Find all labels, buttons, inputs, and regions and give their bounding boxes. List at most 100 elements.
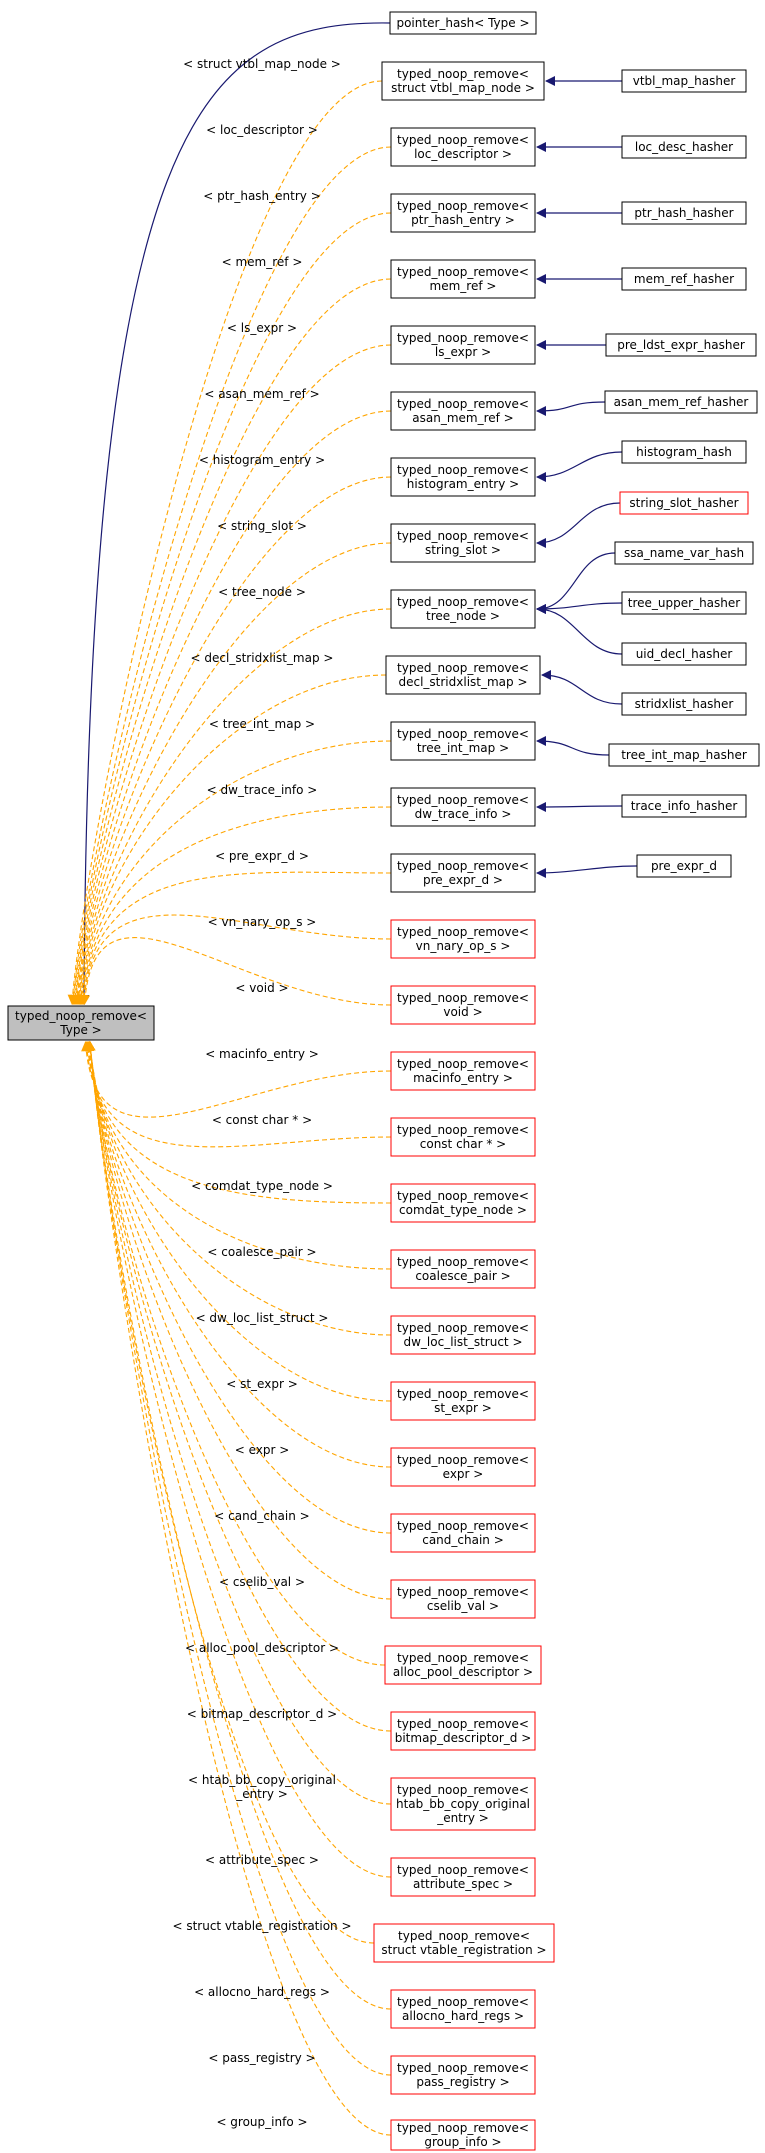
spec-node-histogram-entry[interactable]: typed_noop_remove<histogram_entry > bbox=[390, 457, 536, 497]
derived-node-tree-upper-hasher-box bbox=[621, 591, 747, 615]
derived-node-loc-desc-hasher[interactable]: loc_desc_hasher bbox=[621, 135, 747, 159]
derived-node-histogram-hash-label: histogram_hash bbox=[636, 445, 732, 459]
edge-label-vn-nary-op-s: < vn_nary_op_s > bbox=[208, 915, 317, 929]
template-edge-st-expr bbox=[85, 1041, 392, 1402]
spec-node-bitmap-descriptor-d[interactable]: typed_noop_remove<bitmap_descriptor_d > bbox=[390, 1711, 536, 1751]
edge-label-allocno-hard-regs: < allocno_hard_regs > bbox=[194, 1985, 330, 1999]
spec-node-histogram-entry-box bbox=[390, 457, 536, 497]
inherit-edge-string-slot-hasher bbox=[536, 502, 621, 548]
spec-node-cand-chain[interactable]: typed_noop_remove<cand_chain > bbox=[390, 1513, 536, 1553]
spec-node-asan-mem-ref-label: asan_mem_ref > bbox=[412, 411, 513, 425]
spec-node-coalesce-pair[interactable]: typed_noop_remove<coalesce_pair > bbox=[390, 1249, 536, 1289]
template-edge-void bbox=[80, 937, 392, 1006]
derived-node-asan-mem-ref-hasher-label: asan_mem_ref_hasher bbox=[614, 395, 749, 409]
spec-node-histogram-entry-label: typed_noop_remove< bbox=[397, 463, 529, 477]
spec-node-vtable-registration-label: struct vtable_registration > bbox=[381, 1943, 546, 1957]
derived-node-ssa-name-var-hash-box bbox=[614, 541, 754, 565]
spec-node-vn-nary-op-s[interactable]: typed_noop_remove<vn_nary_op_s > bbox=[390, 919, 536, 959]
spec-node-const-char[interactable]: typed_noop_remove<const char * > bbox=[390, 1117, 536, 1157]
derived-node-pre-ldst-expr-hasher[interactable]: pre_ldst_expr_hasher bbox=[605, 333, 757, 357]
edge-label-ptr-hash-entry: < ptr_hash_entry > bbox=[203, 189, 321, 203]
template-edge-cand-chain bbox=[85, 1041, 392, 1534]
spec-node-cand-chain-label: cand_chain > bbox=[422, 1533, 504, 1547]
spec-node-macinfo-entry-label: macinfo_entry > bbox=[413, 1071, 513, 1085]
spec-node-vtable-registration-label: typed_noop_remove< bbox=[398, 1929, 530, 1943]
spec-node-allocno-hard-regs-box bbox=[390, 1989, 536, 2029]
spec-node-tree-node[interactable]: typed_noop_remove<tree_node > bbox=[390, 589, 536, 629]
spec-node-pass-registry[interactable]: typed_noop_remove<pass_registry > bbox=[390, 2055, 536, 2095]
spec-node-tree-int-map-label: tree_int_map > bbox=[417, 741, 509, 755]
spec-node-comdat-type-node-label: typed_noop_remove< bbox=[397, 1189, 529, 1203]
inherit-edge-asan-mem-ref-hasher bbox=[536, 401, 606, 416]
spec-node-void[interactable]: typed_noop_remove<void > bbox=[390, 985, 536, 1025]
spec-node-htab-bb-copy-original-entry[interactable]: typed_noop_remove<htab_bb_copy_original_… bbox=[390, 1777, 536, 1831]
spec-node-st-expr-label: typed_noop_remove< bbox=[397, 1387, 529, 1401]
spec-node-bitmap-descriptor-d-box bbox=[390, 1711, 536, 1751]
spec-node-tree-int-map-label: typed_noop_remove< bbox=[397, 727, 529, 741]
root-node-typed-noop-remove[interactable]: typed_noop_remove<Type > bbox=[7, 1005, 155, 1041]
edge-label-group-info: < group_info > bbox=[216, 2115, 307, 2129]
derived-node-uid-decl-hasher[interactable]: uid_decl_hasher bbox=[621, 642, 747, 666]
edge-label-st-expr: < st_expr > bbox=[226, 1377, 298, 1391]
spec-node-string-slot[interactable]: typed_noop_remove<string_slot > bbox=[390, 523, 536, 563]
template-edge-vtbl-map-node bbox=[67, 80, 383, 1005]
derived-node-pre-expr-d[interactable]: pre_expr_d bbox=[636, 854, 732, 878]
spec-node-asan-mem-ref[interactable]: typed_noop_remove<asan_mem_ref > bbox=[390, 391, 536, 431]
spec-node-ptr-hash-entry[interactable]: typed_noop_remove<ptr_hash_entry > bbox=[390, 193, 536, 233]
spec-node-loc-descriptor[interactable]: typed_noop_remove<loc_descriptor > bbox=[390, 127, 536, 167]
root-node-typed-noop-remove-label: typed_noop_remove< bbox=[15, 1009, 147, 1023]
spec-node-vtbl-map-node[interactable]: typed_noop_remove<struct vtbl_map_node > bbox=[381, 61, 545, 101]
derived-node-ptr-hash-hasher[interactable]: ptr_hash_hasher bbox=[621, 201, 747, 225]
spec-node-st-expr[interactable]: typed_noop_remove<st_expr > bbox=[390, 1381, 536, 1421]
spec-node-comdat-type-node[interactable]: typed_noop_remove<comdat_type_node > bbox=[390, 1183, 536, 1223]
spec-node-asan-mem-ref-label: typed_noop_remove< bbox=[397, 397, 529, 411]
spec-node-cselib-val[interactable]: typed_noop_remove<cselib_val > bbox=[390, 1579, 536, 1619]
spec-node-alloc-pool-descriptor[interactable]: typed_noop_remove<alloc_pool_descriptor … bbox=[384, 1645, 542, 1685]
spec-node-macinfo-entry[interactable]: typed_noop_remove<macinfo_entry > bbox=[390, 1051, 536, 1091]
template-edge-decl-stridxlist-map bbox=[75, 674, 387, 1005]
derived-node-mem-ref-hasher[interactable]: mem_ref_hasher bbox=[621, 267, 747, 291]
derived-node-uid-decl-hasher-box bbox=[621, 642, 747, 666]
spec-node-pre-expr-d[interactable]: typed_noop_remove<pre_expr_d > bbox=[390, 853, 536, 893]
spec-node-tree-int-map[interactable]: typed_noop_remove<tree_int_map > bbox=[390, 721, 536, 761]
spec-node-ls-expr[interactable]: typed_noop_remove<ls_expr > bbox=[390, 325, 536, 365]
spec-node-ptr-hash-entry-label: typed_noop_remove< bbox=[397, 199, 529, 213]
edge-label-cand-chain: < cand_chain > bbox=[214, 1509, 309, 1523]
node-pointer-hash[interactable]: pointer_hash< Type > bbox=[389, 11, 537, 35]
spec-node-allocno-hard-regs[interactable]: typed_noop_remove<allocno_hard_regs > bbox=[390, 1989, 536, 2029]
derived-node-tree-upper-hasher-label: tree_upper_hasher bbox=[628, 596, 740, 610]
derived-node-vtbl-map-hasher[interactable]: vtbl_map_hasher bbox=[621, 69, 747, 93]
spec-node-htab-bb-copy-original-entry-label: _entry > bbox=[436, 1811, 489, 1825]
derived-node-stridxlist-hasher[interactable]: stridxlist_hasher bbox=[621, 692, 747, 716]
spec-node-expr[interactable]: typed_noop_remove<expr > bbox=[390, 1447, 536, 1487]
derived-node-asan-mem-ref-hasher[interactable]: asan_mem_ref_hasher bbox=[604, 390, 758, 414]
derived-node-trace-info-hasher[interactable]: trace_info_hasher bbox=[621, 794, 747, 818]
derived-node-string-slot-hasher[interactable]: string_slot_hasher bbox=[619, 491, 749, 515]
spec-node-group-info-box bbox=[390, 2119, 536, 2151]
spec-node-comdat-type-node-box bbox=[390, 1183, 536, 1223]
spec-node-dw-loc-list-struct[interactable]: typed_noop_remove<dw_loc_list_struct > bbox=[390, 1315, 536, 1355]
node-pointer-hash-label: pointer_hash< Type > bbox=[396, 16, 529, 30]
derived-node-string-slot-hasher-box bbox=[619, 491, 749, 515]
spec-node-mem-ref[interactable]: typed_noop_remove<mem_ref > bbox=[390, 259, 536, 299]
derived-node-histogram-hash[interactable]: histogram_hash bbox=[621, 440, 747, 464]
derived-node-histogram-hash-box bbox=[621, 440, 747, 464]
edge-labels-layer: < struct vtbl_map_node >< loc_descriptor… bbox=[172, 57, 351, 2129]
edge-label-const-char: < const char * > bbox=[212, 1113, 312, 1127]
derived-node-ssa-name-var-hash[interactable]: ssa_name_var_hash bbox=[614, 541, 754, 565]
spec-node-attribute-spec[interactable]: typed_noop_remove<attribute_spec > bbox=[390, 1857, 536, 1897]
spec-node-vtable-registration[interactable]: typed_noop_remove<struct vtable_registra… bbox=[373, 1923, 555, 1963]
spec-node-group-info[interactable]: typed_noop_remove<group_info > bbox=[390, 2119, 536, 2151]
derived-node-vtbl-map-hasher-label: vtbl_map_hasher bbox=[633, 74, 736, 88]
spec-node-decl-stridxlist-map[interactable]: typed_noop_remove<decl_stridxlist_map > bbox=[385, 655, 541, 695]
derived-node-mem-ref-hasher-label: mem_ref_hasher bbox=[634, 272, 734, 286]
derived-node-tree-upper-hasher[interactable]: tree_upper_hasher bbox=[621, 591, 747, 615]
edge-label-ls-expr: < ls_expr > bbox=[227, 321, 297, 335]
edge-label-mem-ref: < mem_ref > bbox=[222, 255, 303, 269]
spec-node-bitmap-descriptor-d-label: bitmap_descriptor_d > bbox=[395, 1731, 532, 1745]
edge-label-tree-node: < tree_node > bbox=[218, 585, 306, 599]
derived-node-tree-int-map-hasher[interactable]: tree_int_map_hasher bbox=[608, 743, 760, 767]
spec-node-dw-trace-info[interactable]: typed_noop_remove<dw_trace_info > bbox=[390, 787, 536, 827]
spec-node-expr-label: typed_noop_remove< bbox=[397, 1453, 529, 1467]
edge-label-bitmap-descriptor-d: < bitmap_descriptor_d > bbox=[187, 1707, 337, 1721]
